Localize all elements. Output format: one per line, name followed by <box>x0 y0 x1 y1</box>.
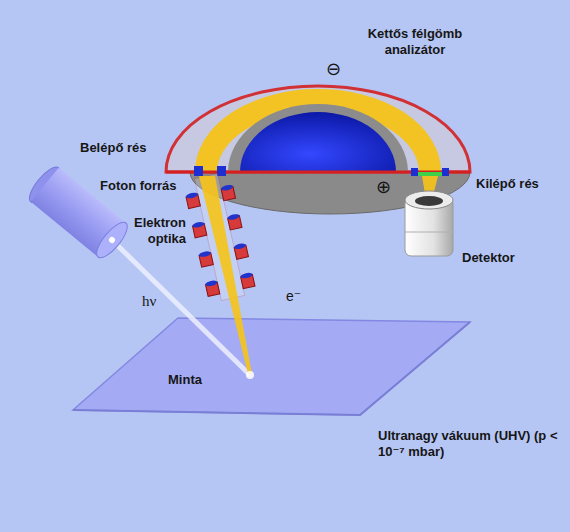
exit-slit <box>418 172 442 176</box>
photon-source <box>25 163 133 262</box>
exit-slit-jaw <box>411 168 418 176</box>
electron-optics-label: Elektron optika <box>112 215 186 248</box>
outer-hemisphere <box>166 86 470 172</box>
entrance-slit <box>194 166 203 176</box>
sample-plane-surface <box>73 318 470 415</box>
analyzer-bowl <box>190 172 470 214</box>
lens-electrode-top <box>221 184 234 191</box>
analyzer-label: Kettős félgömb analizátor <box>355 26 475 59</box>
source-face <box>92 218 132 262</box>
lens-electrode-top <box>185 192 198 199</box>
photon-source-label: Foton forrás <box>100 178 177 194</box>
entrance-slit-label: Belépő rés <box>80 140 146 156</box>
lens-electrode-top <box>205 280 218 287</box>
sample-edge <box>73 322 470 415</box>
lens-electrode-top <box>192 221 205 228</box>
electron-beam <box>199 176 252 374</box>
sample-label: Minta <box>168 372 202 388</box>
source-aperture <box>108 236 116 244</box>
electron-lenses <box>185 184 254 296</box>
lens-electrode-top <box>198 250 211 257</box>
sample-plane: Minta <box>73 318 470 415</box>
sample-spot <box>246 371 254 379</box>
inner-hemisphere <box>240 112 396 172</box>
photon-label: hν <box>142 292 156 311</box>
sample-plane-outline <box>73 318 470 415</box>
detector-ring <box>405 232 453 233</box>
detector-label: Detektor <box>462 250 515 266</box>
electron-label: e⁻ <box>286 288 301 306</box>
vacuum-label: Ultranagy vákuum (UHV) (p < 10⁻⁷ mbar) <box>378 428 560 461</box>
exit-slit-jaw <box>442 168 449 176</box>
plus-symbol: ⊕ <box>376 176 391 199</box>
minus-symbol: ⊖ <box>326 58 341 81</box>
inner-shell <box>228 104 408 172</box>
lens-electrode-top <box>240 272 253 279</box>
lens-electrode-top <box>234 243 247 250</box>
node-text-wrap: Minta <box>73 318 470 388</box>
lens-electrode-top <box>227 213 240 220</box>
detector-face <box>405 191 453 209</box>
exit-slit-label: Kilépő rés <box>476 176 539 192</box>
detector-aperture <box>415 196 443 206</box>
electron-path <box>206 100 430 172</box>
